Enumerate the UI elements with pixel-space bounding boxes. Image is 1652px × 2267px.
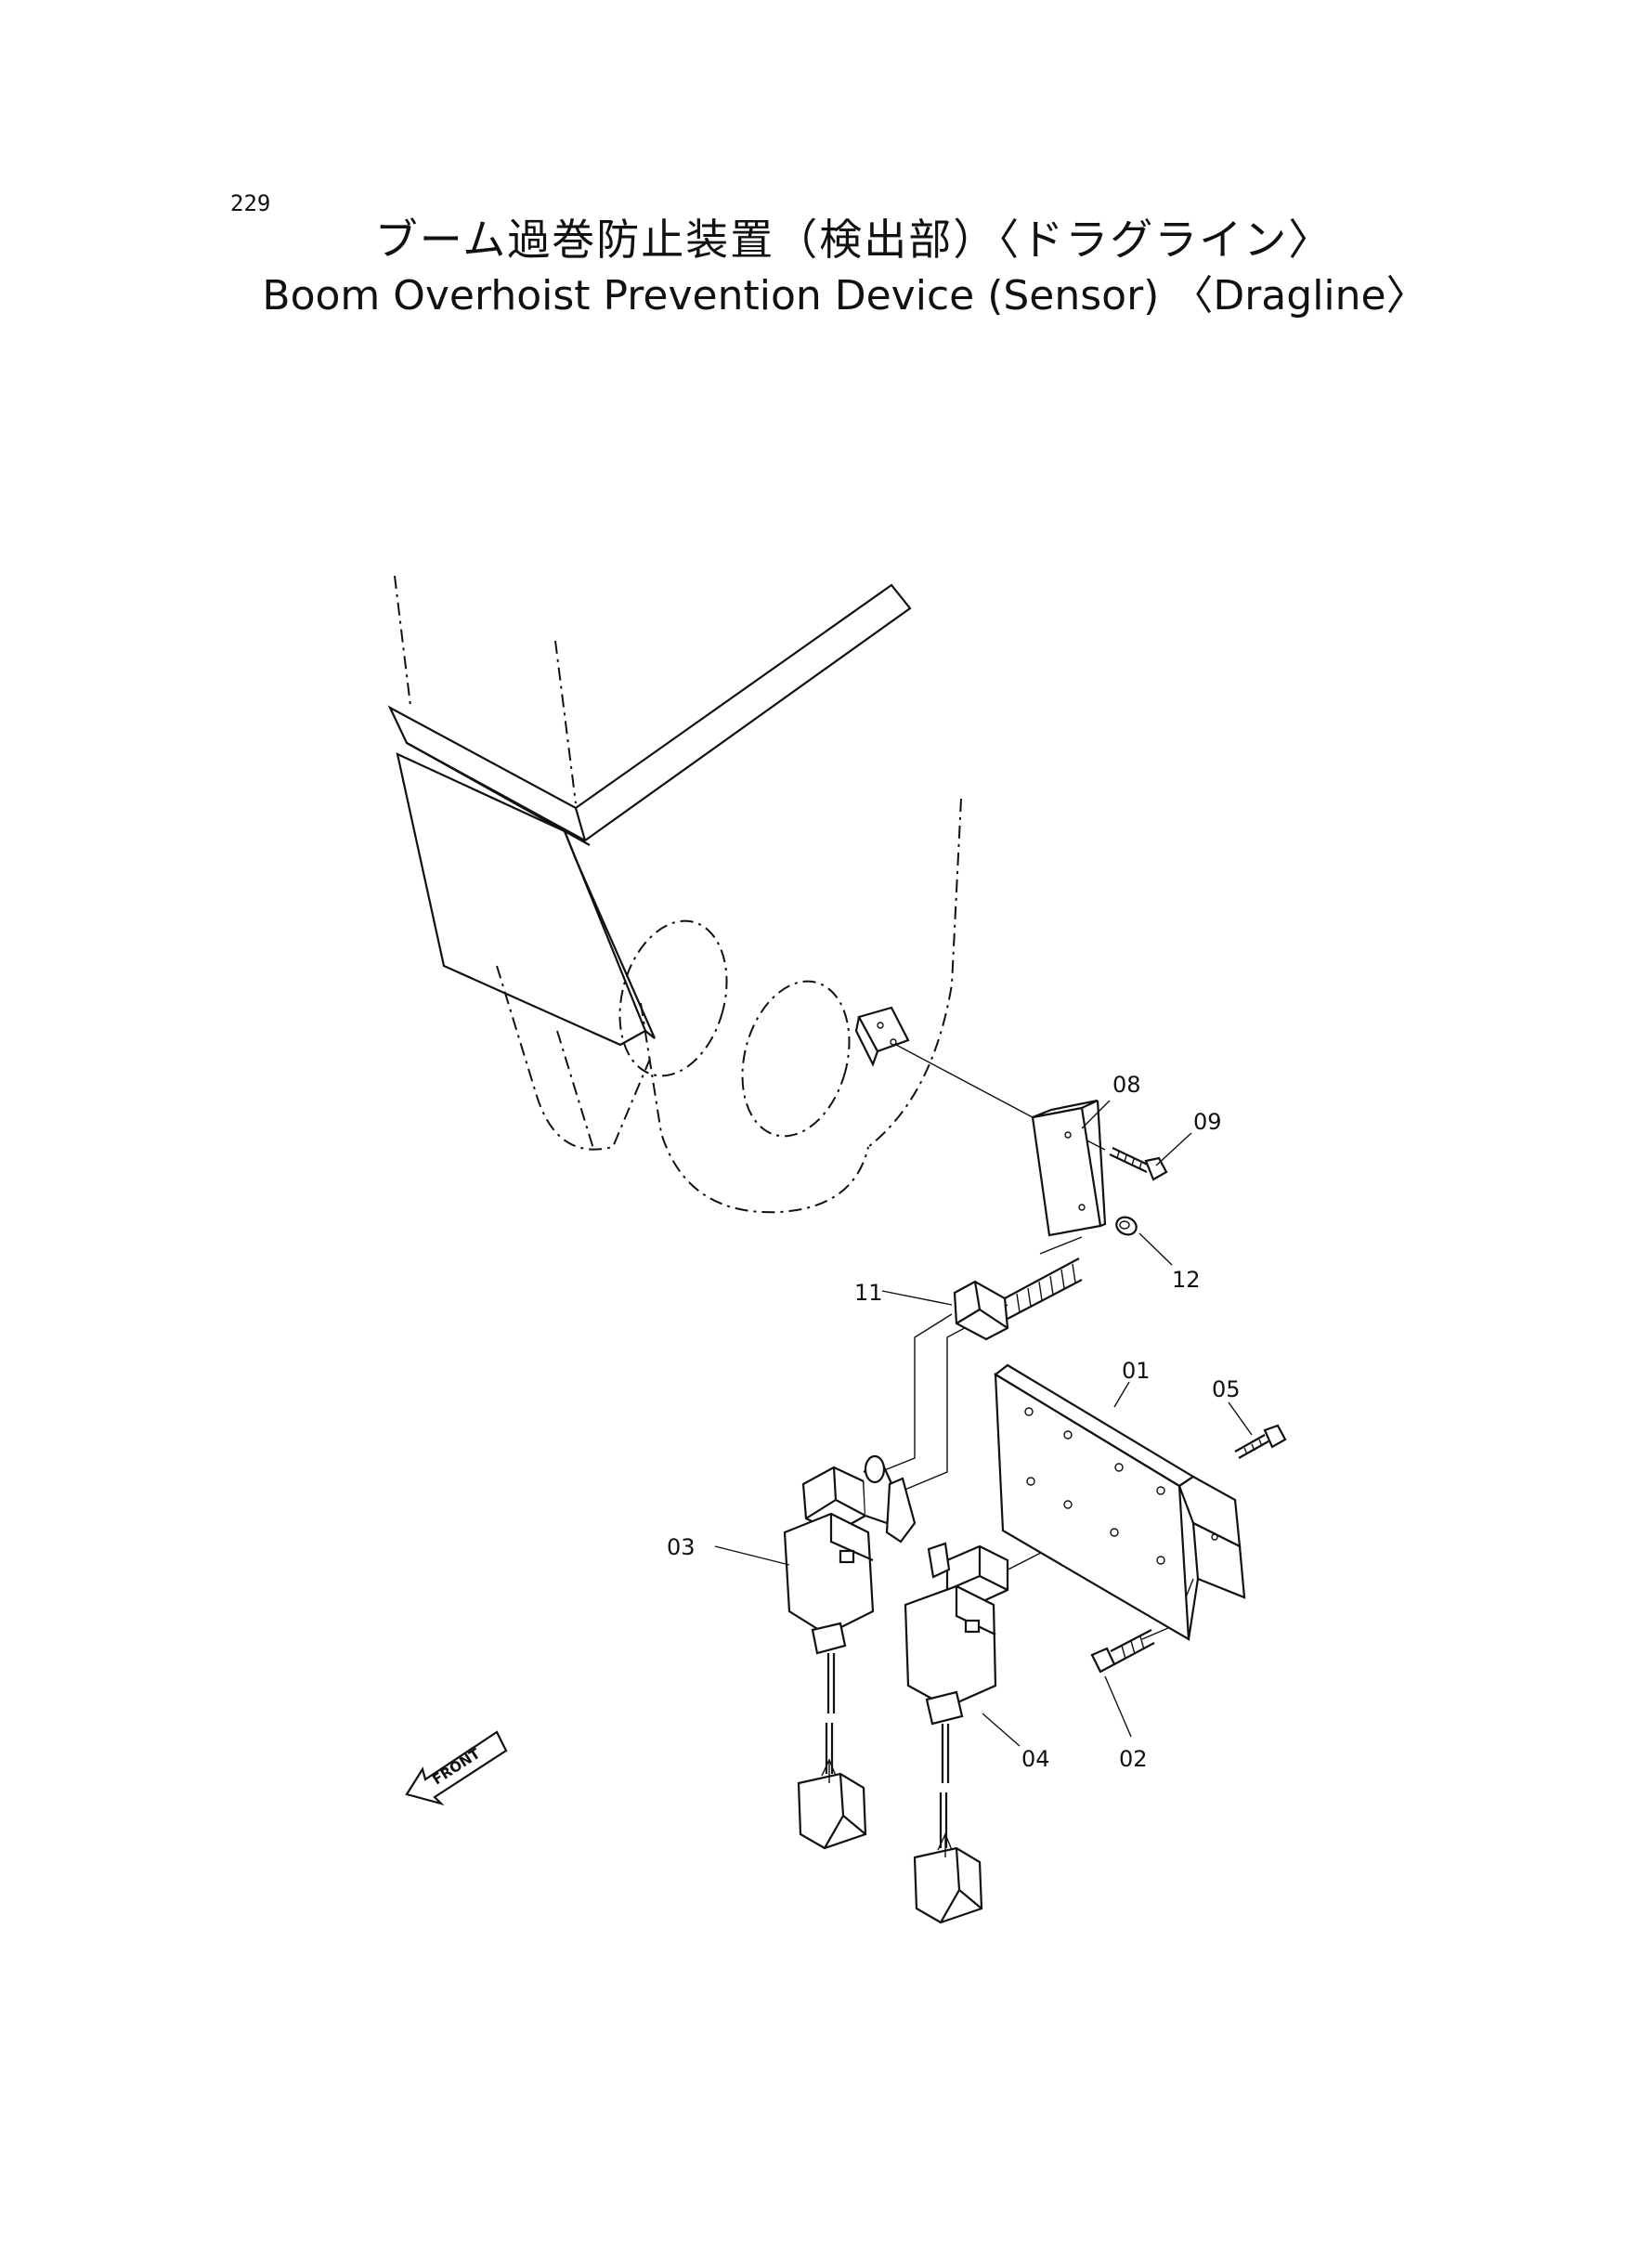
part-12-nut (1115, 1216, 1138, 1236)
label-part-01: 01 (1122, 1358, 1151, 1384)
part-05-bolt (1234, 1424, 1287, 1459)
label-part-04: 04 (1021, 1746, 1050, 1772)
part-02-bolt (1090, 1629, 1155, 1674)
part-01-plate (994, 1363, 1246, 1641)
part-04-limit-switch (904, 1542, 1009, 1924)
boom-structure (387, 575, 962, 1214)
label-part-02: 02 (1119, 1746, 1148, 1772)
part-09-bolt (1109, 1147, 1168, 1181)
label-part-05: 05 (1212, 1376, 1241, 1402)
label-part-11: 11 (854, 1280, 883, 1306)
part-11-stud (953, 1257, 1083, 1341)
part-08-bracket (1031, 1099, 1107, 1237)
label-part-09: 09 (1193, 1109, 1222, 1135)
label-part-03: 03 (667, 1534, 696, 1560)
front-direction-arrow: FRONT (405, 1730, 508, 1806)
part-03-limit-switch (783, 1454, 917, 1850)
page-title-english: Boom Overhoist Prevention Device (Sensor… (262, 272, 1427, 319)
label-part-08: 08 (1112, 1072, 1141, 1098)
label-part-12: 12 (1172, 1267, 1201, 1293)
page-title-japanese: ブーム過巻防止装置（検出部）〈ドラグライン〉 (374, 215, 1333, 265)
label-leaders (714, 1100, 1253, 1747)
page-number: 229 (230, 190, 271, 216)
